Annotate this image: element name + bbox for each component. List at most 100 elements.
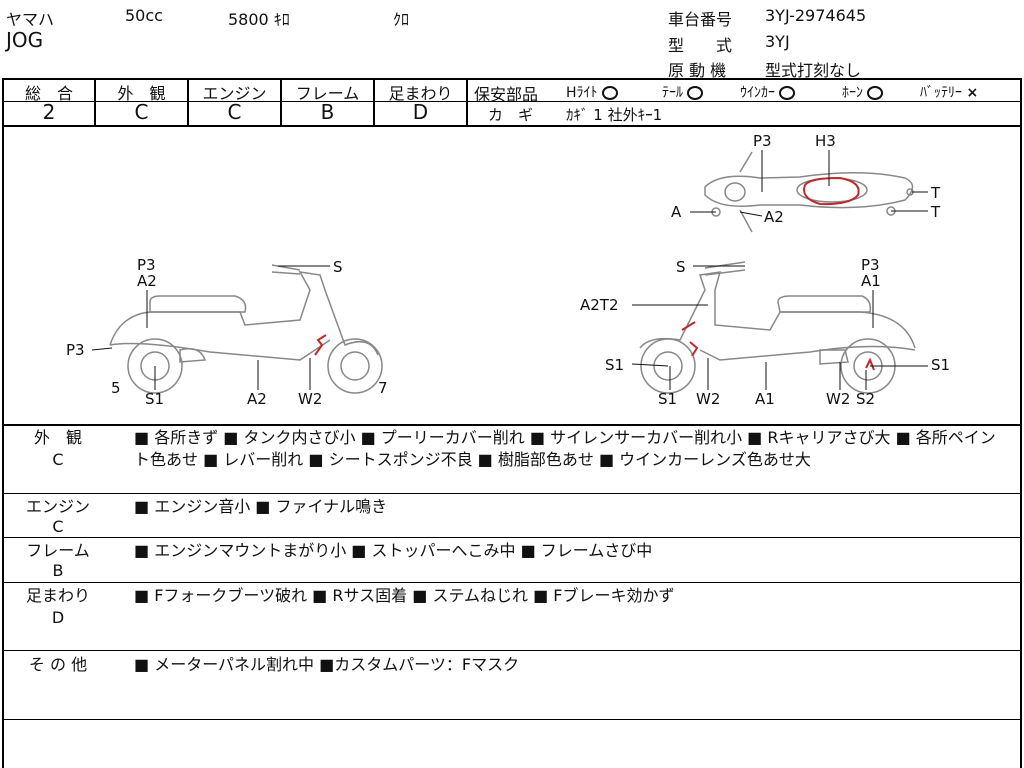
right-view-leaders bbox=[631, 265, 928, 390]
grade-label-total: 総 合 bbox=[24, 84, 73, 103]
left-label-s: S bbox=[333, 258, 343, 276]
right-label-w2: W2 bbox=[696, 390, 720, 408]
right-label-s1-right: S1 bbox=[931, 356, 950, 374]
top-label-h3: H3 bbox=[815, 132, 836, 150]
section-other-label: そ の 他 bbox=[28, 655, 88, 674]
col-div-3 bbox=[280, 78, 282, 126]
top-view-leaders bbox=[690, 150, 928, 217]
left-label-s1: S1 bbox=[145, 390, 164, 408]
grade-value-engine: C bbox=[227, 100, 242, 124]
section-engine-text: ■ エンジン音小 ■ ファイナル鳴き bbox=[134, 497, 388, 516]
right-label-s1-bottom: S1 bbox=[658, 390, 677, 408]
damage-diagram: P3 H3 T A A2 T P3 A2 S P3 5 S1 A2 W2 7 bbox=[66, 132, 950, 408]
engine-label: 原 動 機 bbox=[668, 61, 727, 80]
grade-bottom-border bbox=[2, 125, 1022, 127]
left-view-leaders bbox=[91, 265, 330, 390]
section-exterior-label: 外 観 bbox=[33, 428, 82, 447]
section-exterior-text: ■ 各所きず ■ タンク内さび小 ■ プーリーカバー削れ ■ サイレンサーカバー… bbox=[134, 428, 996, 469]
outer-left-border bbox=[2, 78, 4, 768]
type-value: 3YJ bbox=[765, 32, 790, 51]
section-frame-label: フレーム bbox=[26, 541, 90, 560]
section-suspension-text: ■ Fフォークブーツ破れ ■ Rサス固着 ■ ステムねじれ ■ Fブレーキ効かず bbox=[134, 586, 675, 605]
right-label-w2b: W2 bbox=[826, 390, 850, 408]
ok-mark-icon bbox=[779, 86, 795, 100]
section-other-text: ■ メーターパネル割れ中 ■カスタムパーツ：Fマスク bbox=[134, 655, 520, 674]
type-label: 型 式 bbox=[668, 36, 733, 55]
right-label-a1: A1 bbox=[861, 272, 881, 290]
safety-item-winker: ｳｲﾝｶｰ bbox=[740, 82, 795, 102]
top-label-a: A bbox=[671, 203, 682, 221]
right-label-p3: P3 bbox=[861, 256, 880, 274]
safety-mid-divider bbox=[468, 101, 1022, 102]
ok-mark-icon bbox=[867, 86, 883, 100]
right-label-a1b: A1 bbox=[755, 390, 775, 408]
safety-item-battery: ﾊﾞｯﾃﾘｰ × bbox=[920, 85, 979, 101]
right-label-s1-left: S1 bbox=[605, 356, 624, 374]
top-damage-mark bbox=[803, 176, 860, 206]
right-damage-mark-2 bbox=[865, 357, 875, 371]
left-label-7: 7 bbox=[378, 379, 388, 397]
top-label-t2: T bbox=[930, 203, 941, 221]
section-exterior-grade: C bbox=[52, 450, 64, 469]
grade-label-suspension: 足まわり bbox=[388, 84, 453, 103]
frame-no-label: 車台番号 bbox=[668, 10, 733, 29]
maker: ヤマハ bbox=[6, 10, 55, 29]
section-frame-grade: B bbox=[52, 561, 64, 580]
right-label-a2t2: A2T2 bbox=[580, 296, 619, 314]
top-label-t1: T bbox=[930, 184, 941, 202]
grade-value-suspension: D bbox=[412, 100, 429, 124]
frame-no: 3YJ-2974645 bbox=[765, 6, 867, 25]
ok-mark-icon bbox=[687, 86, 703, 100]
right-label-s: S bbox=[676, 258, 686, 276]
diagram-bottom-border bbox=[2, 424, 1022, 426]
grade-label-exterior: 外 観 bbox=[117, 84, 166, 103]
top-label-a2: A2 bbox=[764, 208, 784, 226]
col-div-2 bbox=[187, 78, 189, 126]
key-label: カ ギ bbox=[488, 106, 534, 124]
safety-label: 保安部品 bbox=[474, 85, 539, 104]
sec-div-1 bbox=[2, 493, 1022, 494]
left-label-w2: W2 bbox=[298, 390, 322, 408]
ng-mark-icon: × bbox=[966, 85, 979, 101]
grade-label-engine: エンジン bbox=[202, 84, 267, 103]
left-label-a2: A2 bbox=[137, 272, 157, 290]
left-label-p3b: P3 bbox=[66, 341, 85, 359]
left-damage-mark bbox=[314, 334, 327, 356]
sec-div-5 bbox=[2, 719, 1022, 720]
outer-right-border bbox=[1020, 78, 1022, 768]
color: ｸﾛ bbox=[393, 10, 410, 29]
sec-div-2 bbox=[2, 537, 1022, 538]
section-suspension-label: 足まわり bbox=[25, 586, 90, 605]
section-frame-text: ■ エンジンマウントまがり小 ■ ストッパーへこみ中 ■ フレームさび中 bbox=[134, 541, 653, 560]
safety-item-horn: ﾎｰﾝ bbox=[842, 82, 883, 102]
grade-label-frame: フレーム bbox=[295, 84, 360, 103]
col-div-4 bbox=[373, 78, 375, 126]
displacement: 50cc bbox=[125, 6, 163, 25]
section-engine-grade: C bbox=[52, 517, 64, 536]
sec-div-3 bbox=[2, 582, 1022, 583]
section-engine-label: エンジン bbox=[25, 497, 90, 516]
safety-item-headlight: Hﾗｲﾄ bbox=[566, 82, 618, 102]
sec-div-4 bbox=[2, 650, 1022, 651]
left-label-5: 5 bbox=[111, 379, 121, 397]
grade-value-frame: B bbox=[320, 100, 335, 124]
left-label-p3: P3 bbox=[137, 256, 156, 274]
grade-value-total: 2 bbox=[42, 100, 56, 124]
col-div-1 bbox=[94, 78, 96, 126]
top-view-scooter bbox=[704, 151, 914, 233]
top-label-p3: P3 bbox=[753, 132, 772, 150]
mileage: 5800 ｷﾛ bbox=[228, 10, 290, 29]
grade-top-border bbox=[2, 78, 1022, 80]
grade-mid-divider bbox=[2, 101, 468, 102]
section-suspension-grade: D bbox=[51, 608, 65, 627]
col-div-5 bbox=[466, 78, 468, 126]
right-label-s2: S2 bbox=[856, 390, 875, 408]
model-name: JOG bbox=[6, 28, 44, 52]
engine-value: 型式打刻なし bbox=[765, 61, 862, 80]
ok-mark-icon bbox=[601, 86, 618, 100]
safety-item-tail: ﾃｰﾙ bbox=[662, 82, 703, 102]
key-value: ｶｷﾞ 1 社外ｷｰ1 bbox=[566, 106, 663, 124]
grade-value-exterior: C bbox=[134, 100, 149, 124]
right-damage-mark-1 bbox=[681, 321, 699, 357]
left-label-a2b: A2 bbox=[247, 390, 267, 408]
